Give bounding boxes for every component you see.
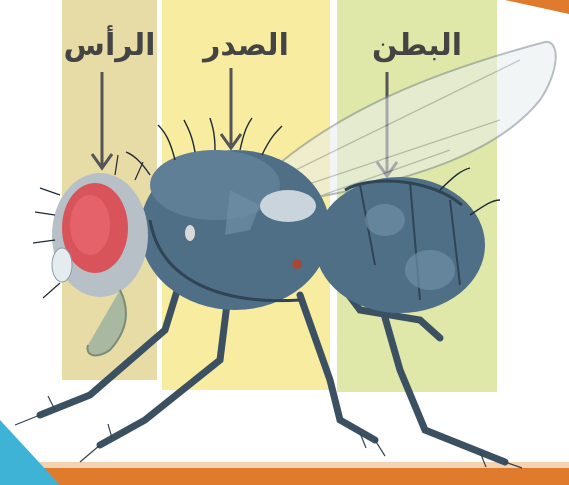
head [52, 173, 148, 355]
bottom-frame-white [0, 462, 569, 468]
leg-hairs [15, 396, 522, 468]
abdomen [315, 177, 485, 313]
corner-blue-triangle [0, 420, 60, 485]
top-frame-stripe [505, 0, 569, 14]
thorax [140, 150, 330, 310]
